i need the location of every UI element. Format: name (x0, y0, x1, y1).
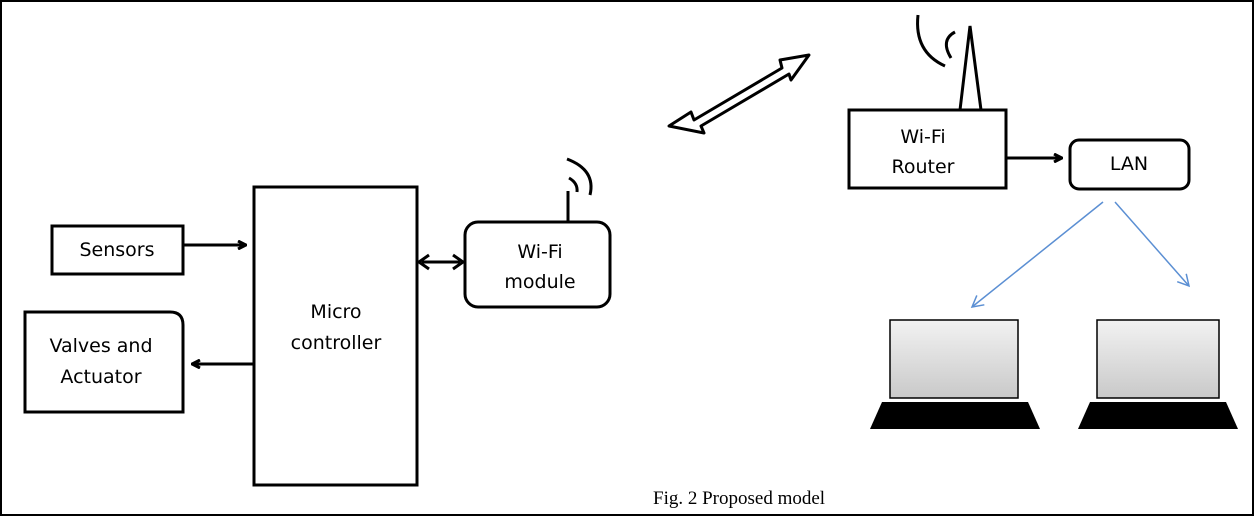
lan-label: LAN (1110, 153, 1148, 175)
wifi-signal-icon (566, 157, 593, 222)
valves-label-line1: Valves and (49, 335, 152, 357)
sensors-label: Sensors (79, 239, 154, 261)
micro-label-line1: Micro (310, 301, 361, 323)
laptop-icon (870, 319, 1040, 429)
wifi-module-label-line1: Wi-Fi (517, 241, 562, 263)
microcontroller-block: Micro controller (252, 185, 419, 487)
figure-caption: Fig. 2 Proposed model (653, 488, 825, 509)
laptop-icon (1078, 319, 1238, 429)
lan-to-laptop2-link (1114, 201, 1191, 288)
wifi-router-block: Wi-Fi Router (847, 108, 1008, 190)
valves-actuator-block: Valves and Actuator (23, 310, 185, 414)
lan-block: LAN (1068, 138, 1191, 191)
router-label-line2: Router (892, 156, 955, 178)
sensors-block: Sensors (50, 224, 185, 276)
micro-wifi-bidirectional-arrow (416, 253, 466, 271)
router-label-line1: Wi-Fi (900, 126, 945, 148)
valves-label-line2: Actuator (60, 366, 141, 388)
micro-label-line2: controller (291, 332, 382, 354)
lan-to-laptop1-link (970, 201, 1104, 308)
wireless-link-arrow (667, 53, 811, 135)
wifi-signal-icon (916, 14, 983, 111)
wifi-module-block: Wi-Fi module (463, 220, 612, 309)
wifi-module-label-line2: module (504, 271, 575, 293)
